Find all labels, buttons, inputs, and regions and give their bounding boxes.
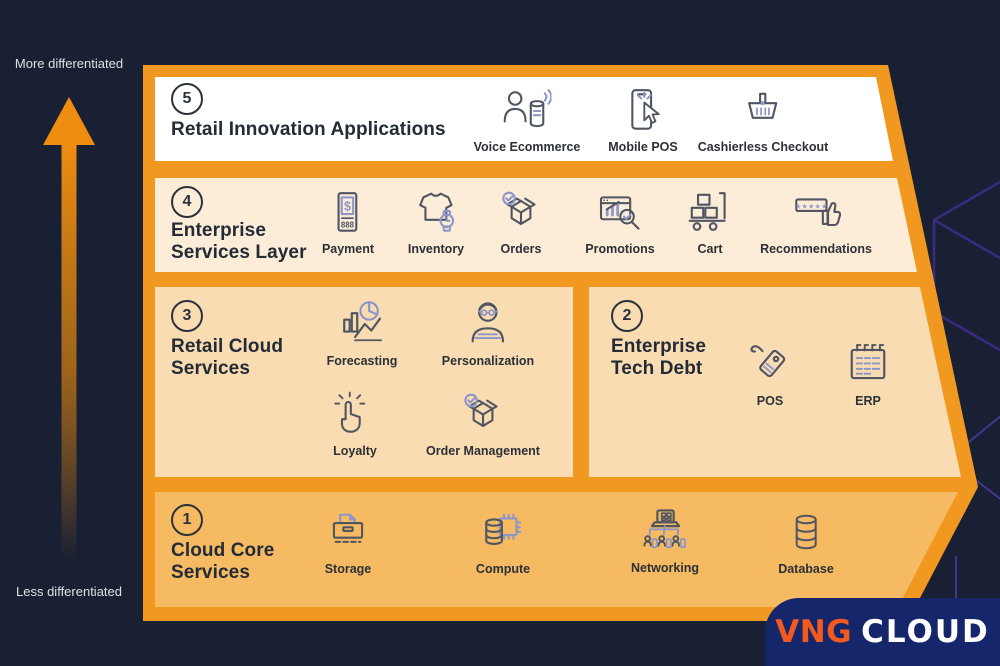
logo-brand-text: VNG [775,614,853,650]
order-box-icon [458,390,508,440]
person-glasses-icon [462,298,514,350]
item-label: Loyalty [333,444,377,458]
item-label: Order Management [426,444,540,458]
tap-hand-icon [330,390,380,440]
layer-3-panel [155,287,573,477]
price-tag-icon [744,338,796,390]
logo-cloud-text: CLOUD [861,614,990,650]
promotions-icon [595,188,645,238]
item-label: Recommendations [760,242,872,256]
layer-3-title-line2: Services [171,358,250,379]
item-inventory: Inventory [408,188,464,256]
layer-3-title-line1: Retail Cloud [171,336,284,357]
storage-drawer-icon [323,508,373,558]
layer-3-header: 3 Retail Cloud Services [171,300,283,379]
layer-1-header: 1 Cloud Core Services [171,504,274,583]
order-box-icon [496,188,546,238]
mobile-pos-icon [618,86,668,136]
item-orders: Orders [496,188,546,256]
item-label: Payment [321,242,375,256]
item-storage: Storage [323,508,373,576]
item-label: Storage [324,562,372,576]
vng-cloud-logo: VNG CLOUD [765,598,1000,666]
item-label: Orders [500,242,542,256]
item-label: Promotions [585,242,655,256]
layer-4-number: 4 [171,186,203,218]
layer-1-title-line2: Services [171,562,250,583]
item-recommendations: Recommendations [760,188,872,256]
item-personalization: Personalization [442,298,534,368]
layer-4-header: 4 Enterprise Services Layer [171,186,306,263]
layer-2-panel [589,287,961,477]
layer-4-title-line1: Enterprise [171,220,266,241]
item-label: Inventory [407,242,465,256]
hand-truck-icon [685,188,735,238]
item-label: Cart [697,242,723,256]
layer-5-panel [155,77,893,161]
item-voice-ecommerce: Voice Ecommerce [473,86,581,154]
item-loyalty: Loyalty [330,390,380,458]
item-label: Forecasting [326,354,398,368]
axis-label-more-differentiated: More differentiated [14,56,124,71]
cube-wireframe-decor [932,180,1000,352]
payment-terminal-icon [323,188,373,238]
voice-ecommerce-icon [502,86,552,136]
item-label: Compute [475,562,531,576]
layer-2-title-line1: Enterprise [611,336,706,357]
basket-icon [738,86,788,136]
item-payment: Payment [322,188,374,256]
item-label: Networking [630,561,700,575]
star-rating-thumbs-up-icon [791,188,841,238]
layer-4-title-line2: Services Layer [171,242,307,263]
networking-icon [639,505,691,557]
layer-2-title-line2: Tech Debt [611,358,703,379]
layer-3-number: 3 [171,300,203,332]
item-erp: ERP [842,338,894,408]
layer-2-number: 2 [611,300,643,332]
up-arrow [43,97,95,559]
item-cart: Cart [685,188,735,256]
item-cashierless-checkout: Cashierless Checkout [697,86,829,154]
item-order-management: Order Management [426,390,540,458]
layer-2-header: 2 Enterprise Tech Debt [611,300,706,379]
layer-5-number: 5 [171,83,203,115]
item-database: Database [778,510,834,576]
layer-1-panel [155,492,958,607]
database-icon [782,510,830,558]
inventory-icon [411,188,461,238]
layer-1-title-line1: Cloud Core [171,540,275,561]
item-promotions: Promotions [585,188,655,256]
item-label: Database [778,562,834,576]
item-label: Cashierless Checkout [697,140,829,154]
item-label: ERP [855,394,881,408]
layer-5-header: 5 Retail Innovation Applications [171,83,446,140]
item-label: Personalization [441,354,535,368]
item-label: POS [756,394,784,408]
item-label: Mobile POS [608,140,678,154]
forecast-chart-icon [336,298,388,350]
layer-5-title: Retail Innovation Applications [171,119,446,140]
calendar-icon [842,338,894,390]
layer-1-number: 1 [171,504,203,536]
item-networking: Networking [631,505,699,575]
item-pos: POS [744,338,796,408]
item-label: Voice Ecommerce [473,140,581,154]
item-mobile-pos: Mobile POS [608,86,678,154]
compute-chip-icon [478,508,528,558]
item-forecasting: Forecasting [326,298,398,368]
axis-label-less-differentiated: Less differentiated [16,584,122,599]
item-compute: Compute [476,508,530,576]
